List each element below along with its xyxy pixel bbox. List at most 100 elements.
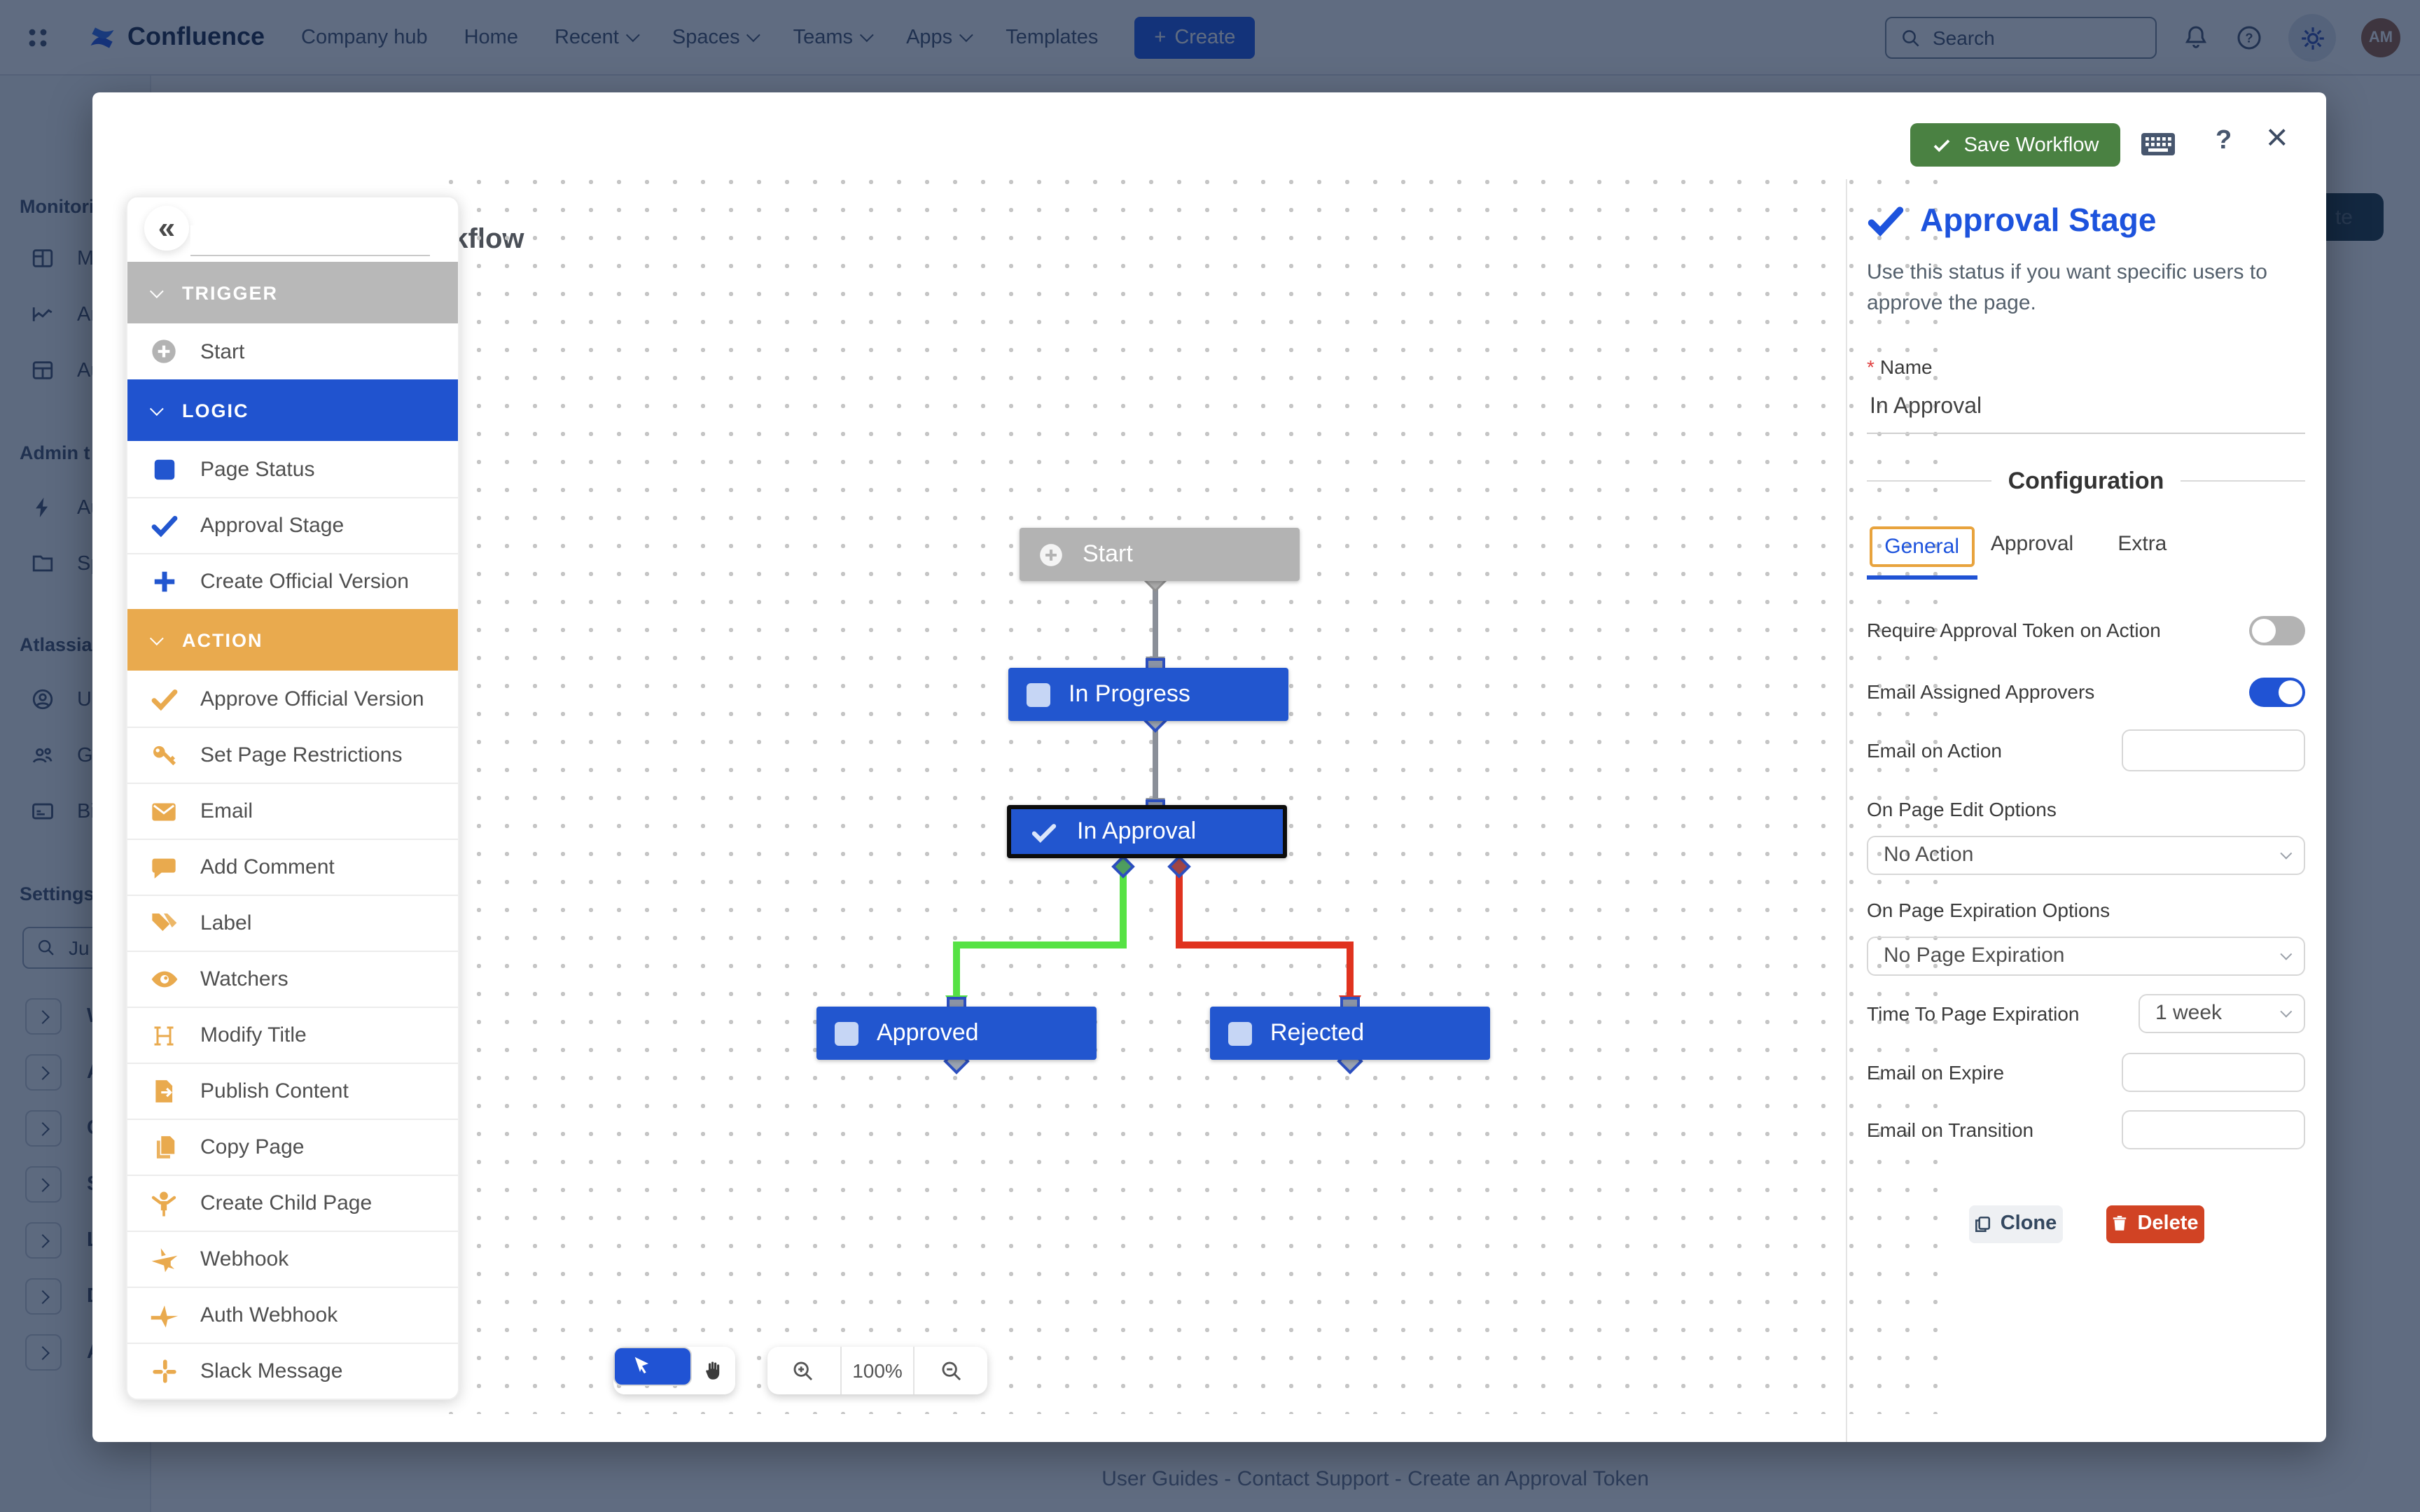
- require-token-toggle[interactable]: [2249, 615, 2305, 645]
- workflow-edges: [943, 569, 1363, 1074]
- time-to-expiration-select[interactable]: 1 week: [2139, 993, 2305, 1032]
- status-square-icon: [835, 1021, 858, 1045]
- palette-item-modify-title[interactable]: Modify Title: [127, 1007, 458, 1063]
- page-expiration-options-select[interactable]: No Page Expiration: [1867, 936, 2305, 975]
- plus-icon: [148, 568, 179, 595]
- name-input[interactable]: [1867, 386, 2305, 433]
- canvas-tool-toggle: [613, 1347, 735, 1394]
- panel-description: Use this status if you want specific use…: [1867, 260, 2267, 315]
- cursor-icon: [634, 1357, 648, 1374]
- zoom-in-icon: [794, 1361, 813, 1380]
- config-tabs: General Approval Extra: [1867, 517, 2197, 579]
- check-icon: [1868, 206, 1904, 237]
- eye-icon: [148, 965, 179, 994]
- chevron-down-icon: [149, 401, 164, 416]
- email-on-action-row: Email on Action: [1867, 729, 2305, 771]
- palette-item-create-official-version[interactable]: Create Official Version: [127, 553, 458, 609]
- child-icon: [148, 1189, 179, 1217]
- email-on-action-input[interactable]: [2122, 729, 2305, 771]
- email-on-expire-row: Email on Expire: [1867, 1052, 2305, 1091]
- email-on-transition-row: Email on Transition: [1867, 1110, 2305, 1149]
- workflow-canvas[interactable]: Start In Progress In Approval Approved R…: [448, 179, 1938, 1414]
- chevron-down-icon: [2280, 846, 2293, 859]
- config-panel: Approval Stage Use this status if you wa…: [1846, 179, 2326, 1442]
- publish-document-icon: [148, 1078, 179, 1105]
- palette-item-webhook[interactable]: Webhook: [127, 1231, 458, 1287]
- palette-section-action[interactable]: ACTION: [127, 609, 458, 671]
- email-on-expire-input[interactable]: [2122, 1052, 2305, 1091]
- keyboard-shortcuts-icon[interactable]: [2140, 129, 2176, 167]
- plus-circle-icon: [148, 337, 179, 365]
- page-edit-options-select[interactable]: No Action: [1867, 835, 2305, 874]
- palette-section-trigger[interactable]: TRIGGER: [127, 262, 458, 323]
- pan-hand-tool-button[interactable]: [691, 1347, 735, 1394]
- collapse-palette-icon[interactable]: «: [144, 206, 189, 251]
- heading-icon: [148, 1023, 179, 1048]
- pointer-tool-button[interactable]: [613, 1347, 691, 1386]
- palette-item-start[interactable]: Start: [127, 323, 458, 379]
- chevron-down-icon: [2280, 1004, 2293, 1017]
- node-in-approval[interactable]: In Approval: [1007, 805, 1287, 858]
- node-rejected[interactable]: Rejected: [1210, 1007, 1490, 1060]
- copy-icon: [148, 1134, 179, 1161]
- clone-button[interactable]: Clone: [1968, 1205, 2062, 1242]
- square-icon: [148, 456, 179, 482]
- tab-general[interactable]: General: [1867, 517, 1977, 579]
- help-icon[interactable]: ?: [2216, 126, 2232, 155]
- check-icon: [1934, 139, 1950, 153]
- name-label: *Name: [1867, 355, 1933, 377]
- zoom-out-button[interactable]: [913, 1347, 987, 1394]
- palette-item-auth-webhook[interactable]: Auth Webhook: [127, 1287, 458, 1343]
- panel-title: Approval Stage: [1867, 202, 2305, 239]
- status-square-icon: [1228, 1021, 1252, 1045]
- palette-search-input[interactable]: [190, 225, 430, 256]
- node-start[interactable]: Start: [1020, 528, 1300, 581]
- palette-item-add-comment[interactable]: Add Comment: [127, 839, 458, 895]
- palette-section-logic[interactable]: LOGIC: [127, 379, 458, 441]
- zoom-out-icon: [941, 1361, 961, 1380]
- palette-item-approval-stage[interactable]: Approval Stage: [127, 497, 458, 553]
- email-on-transition-input[interactable]: [2122, 1110, 2305, 1149]
- plane-icon: [148, 1245, 179, 1274]
- zoom-controls: 100%: [767, 1347, 987, 1394]
- palette-item-copy-page[interactable]: Copy Page: [127, 1119, 458, 1175]
- time-to-expiration-row: Time To Page Expiration 1 week: [1867, 993, 2305, 1032]
- close-icon[interactable]: ×: [2266, 116, 2288, 158]
- page-expiration-options-label: On Page Expiration Options: [1867, 898, 2110, 920]
- node-approved[interactable]: Approved: [816, 1007, 1097, 1060]
- zoom-in-button[interactable]: [767, 1347, 840, 1394]
- key-icon: [148, 741, 179, 769]
- chevron-down-icon: [149, 631, 164, 645]
- status-square-icon: [1027, 682, 1050, 706]
- copy-icon: [1975, 1215, 1991, 1232]
- zoom-level: 100%: [840, 1347, 913, 1394]
- palette-item-page-status[interactable]: Page Status: [127, 441, 458, 497]
- node-palette: « TRIGGER Start LOGIC Page Status Approv…: [126, 196, 459, 1400]
- palette-item-publish-content[interactable]: Publish Content: [127, 1063, 458, 1119]
- palette-item-set-page-restrictions[interactable]: Set Page Restrictions: [127, 727, 458, 783]
- palette-item-create-child-page[interactable]: Create Child Page: [127, 1175, 458, 1231]
- comment-icon: [148, 853, 179, 881]
- delete-button[interactable]: Delete: [2106, 1205, 2204, 1242]
- chevron-down-icon: [2280, 947, 2293, 960]
- configuration-heading: Configuration: [1867, 467, 2306, 495]
- page-edit-options-label: On Page Edit Options: [1867, 797, 2057, 820]
- tab-extra[interactable]: Extra: [2118, 531, 2167, 555]
- hand-icon: [706, 1362, 720, 1380]
- palette-item-slack-message[interactable]: Slack Message: [127, 1343, 458, 1399]
- slack-icon: [148, 1358, 179, 1385]
- palette-item-email[interactable]: Email: [127, 783, 458, 839]
- save-workflow-button[interactable]: Save Workflow: [1910, 123, 2120, 167]
- node-in-progress[interactable]: In Progress: [1008, 668, 1288, 721]
- palette-item-label[interactable]: Label: [127, 895, 458, 951]
- jet-icon: [148, 1301, 179, 1330]
- palette-item-approve-official-version[interactable]: Approve Official Version: [127, 671, 458, 727]
- email-assigned-toggle[interactable]: [2249, 677, 2305, 706]
- check-icon: [148, 511, 179, 540]
- envelope-icon: [148, 797, 179, 825]
- email-assigned-row: Email Assigned Approvers: [1867, 677, 2305, 706]
- require-token-row: Require Approval Token on Action: [1867, 615, 2305, 645]
- chevron-down-icon: [149, 284, 164, 298]
- palette-item-watchers[interactable]: Watchers: [127, 951, 458, 1007]
- tab-approval[interactable]: Approval: [1990, 531, 2074, 555]
